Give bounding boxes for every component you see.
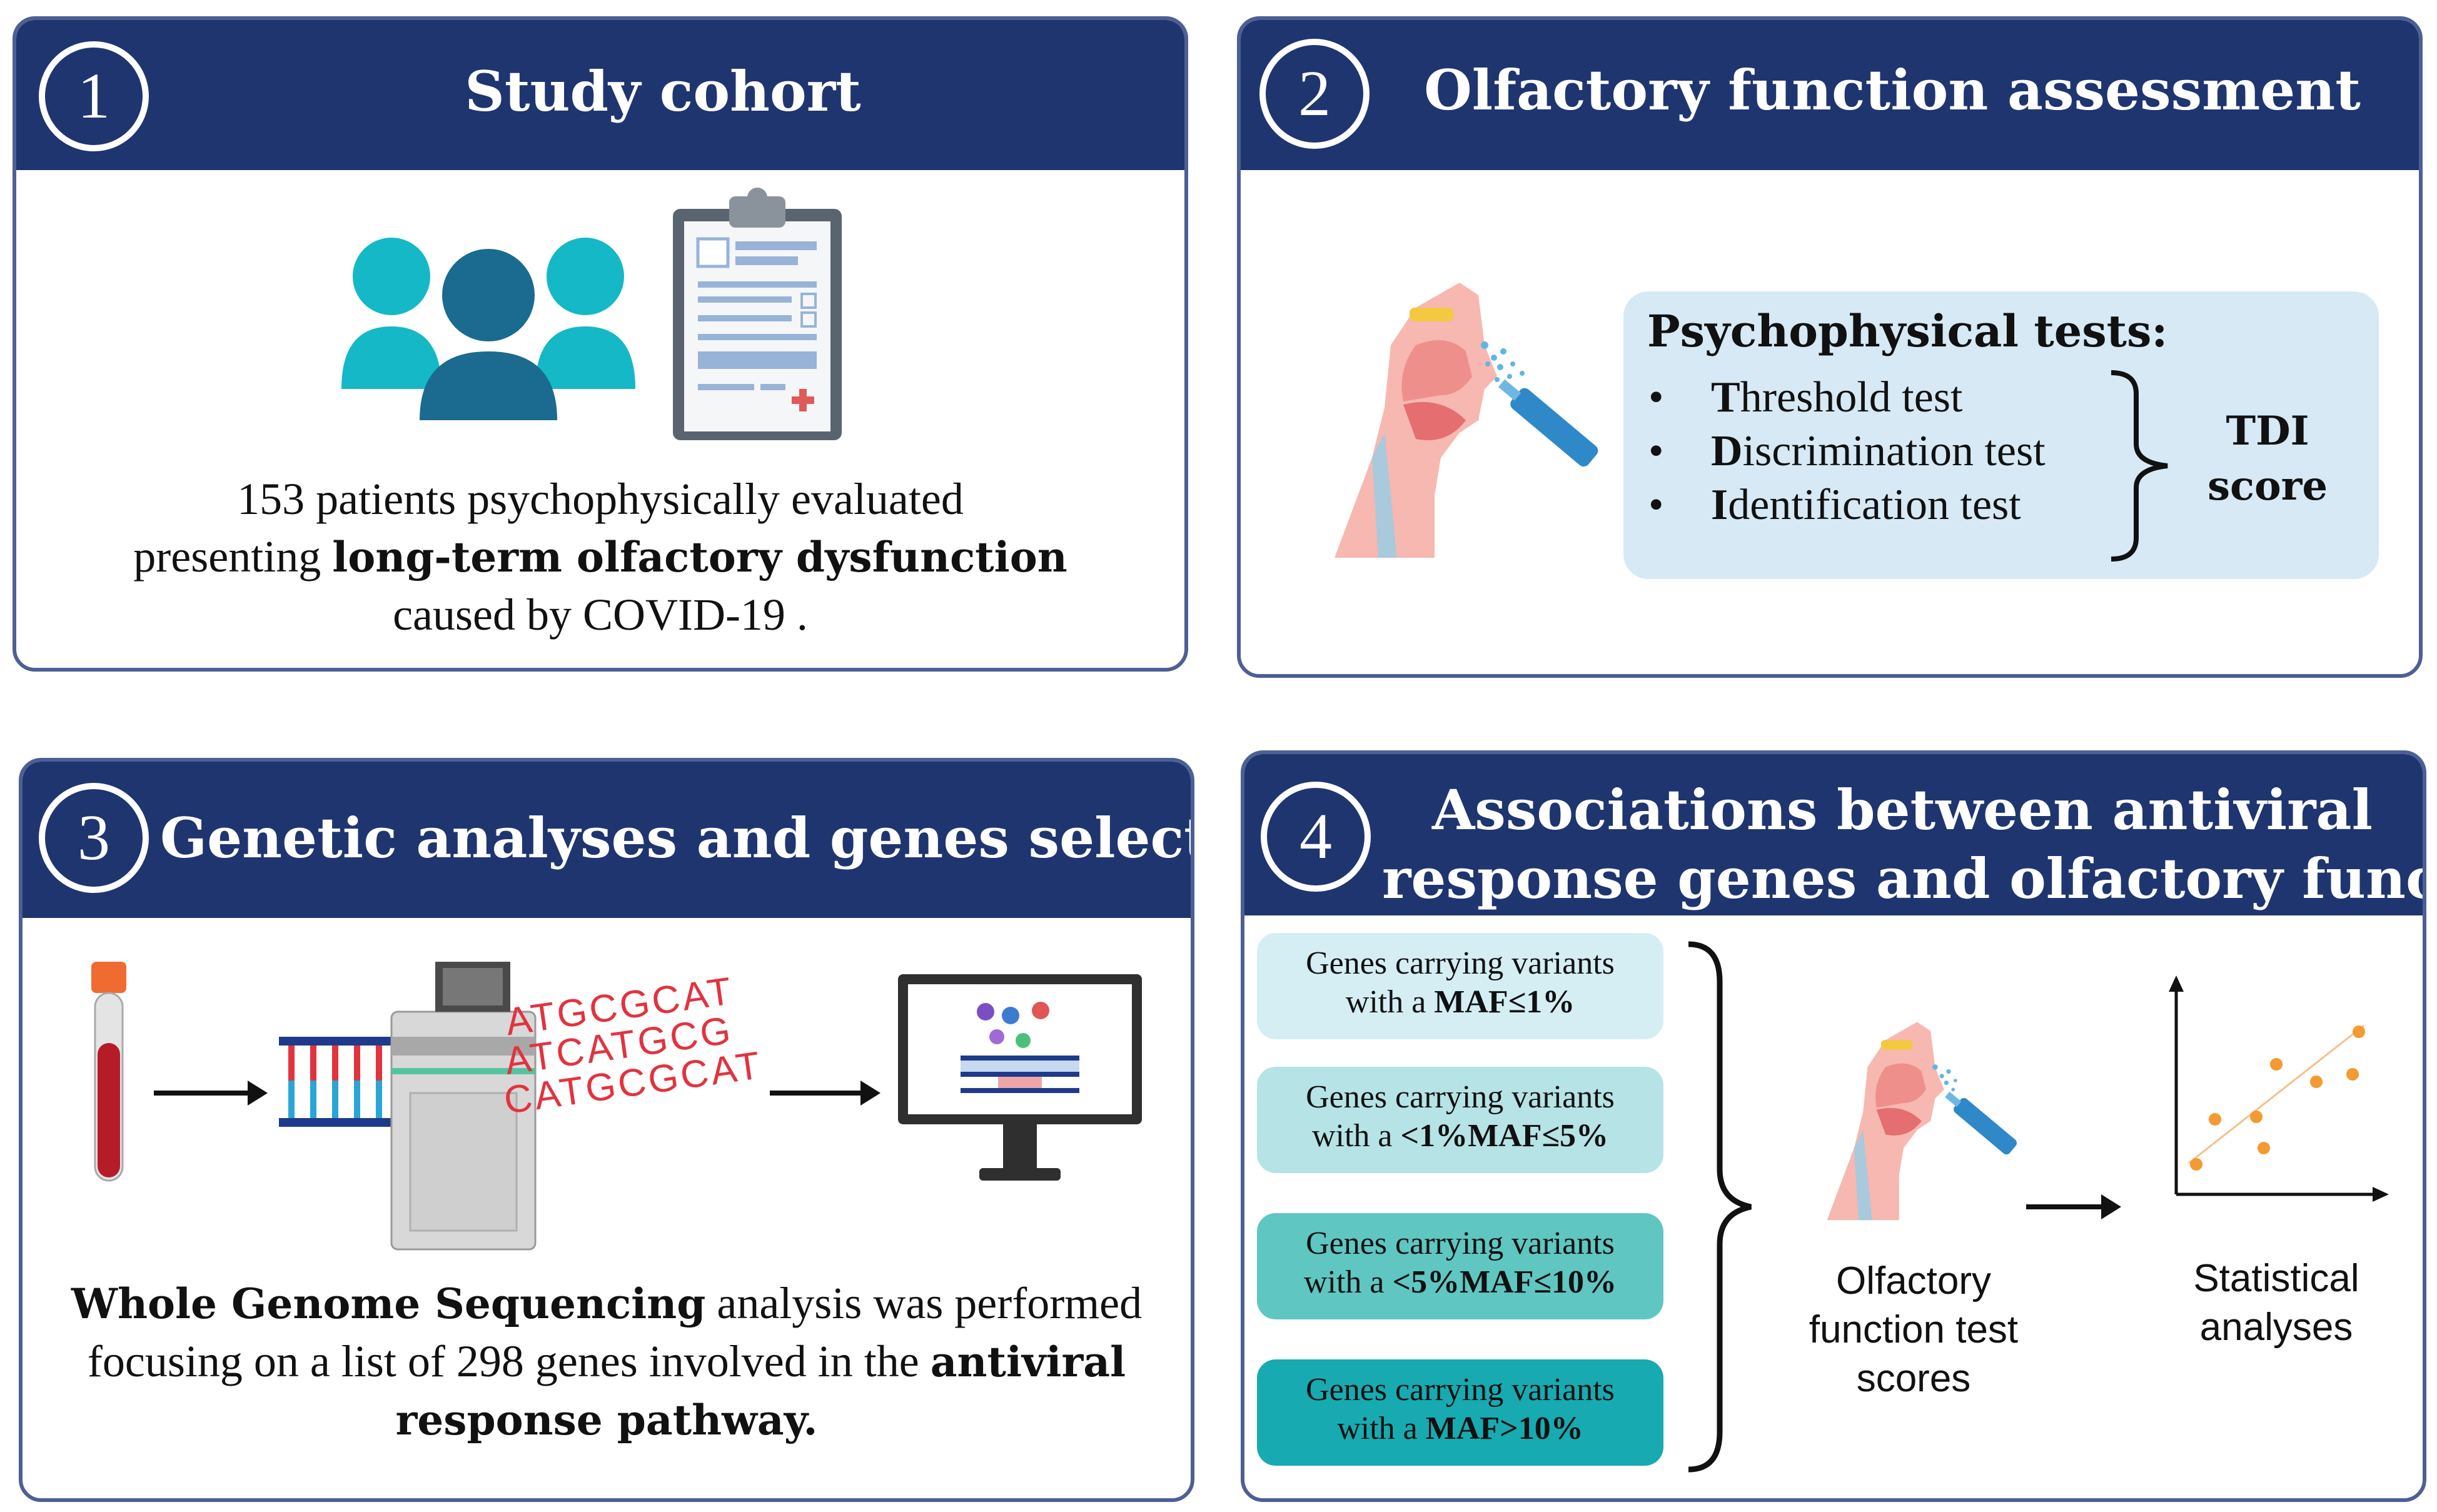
tests-list: •Threshold test •Discrimination test •Id… bbox=[1648, 373, 2149, 560]
maf-line1: Genes carrying variants bbox=[1306, 1079, 1615, 1115]
maf-line1: Genes carrying variants bbox=[1306, 945, 1615, 981]
wgs-bold: Whole Genome Sequencing bbox=[71, 1279, 706, 1328]
maf-group-box: Genes carrying variants with a <1%MAF≤5% bbox=[1257, 1067, 1663, 1173]
step-number-circle: 1 bbox=[39, 41, 149, 151]
panel-title-line2: response genes and olfactory function bbox=[1382, 846, 2426, 911]
panel-header bbox=[23, 762, 1191, 918]
step-number-circle: 2 bbox=[1259, 39, 1370, 149]
wgs-text-line2: focusing on a list of 298 genes involved… bbox=[23, 1333, 1191, 1391]
patients-group-icon bbox=[341, 238, 635, 420]
test-name: iscrimination test bbox=[1742, 427, 2046, 475]
score-label: score bbox=[2207, 463, 2328, 510]
maf-line2-prefix: with a bbox=[1311, 1118, 1401, 1154]
panel-study-cohort: 1 Study cohort bbox=[13, 16, 1188, 672]
tests-title: Psychophysical tests: bbox=[1647, 305, 2168, 357]
panel-olfactory-assessment: 2 Olfactory function assessment Psychoph… bbox=[1237, 16, 2423, 678]
panel-title: Associations between antiviral response … bbox=[1382, 775, 2423, 913]
olfactory-label-line2: function test bbox=[1809, 1308, 2019, 1351]
cohort-text-line2-bold: long-term olfactory dysfunction bbox=[332, 533, 1067, 582]
test-name: hreshold test bbox=[1740, 373, 1963, 421]
sequencer-machine-icon bbox=[390, 962, 537, 1251]
maf-line2: with a <1%MAF≤5% bbox=[1257, 1117, 1663, 1156]
blood-tube-icon bbox=[91, 962, 126, 1182]
olfactory-label-line3: scores bbox=[1856, 1357, 1971, 1400]
maf-line2-prefix: with a bbox=[1345, 984, 1435, 1020]
maf-threshold: MAF≤1% bbox=[1434, 984, 1575, 1020]
tdi-score-label: TDI score bbox=[2192, 404, 2343, 514]
maf-line1: Genes carrying variants bbox=[1306, 1226, 1615, 1261]
computer-monitor-icon bbox=[898, 974, 1142, 1181]
step-number-circle: 3 bbox=[39, 783, 149, 893]
test-item-discrimination: •Discrimination test bbox=[1648, 427, 2046, 475]
wgs-pathway-bold: response pathway. bbox=[395, 1396, 818, 1444]
head-nasal-spray-icon bbox=[1335, 283, 1598, 558]
clipboard-icon bbox=[673, 188, 842, 440]
panel-title-line1: Associations between antiviral bbox=[1432, 777, 2373, 842]
stats-label-line1: Statistical bbox=[2193, 1257, 2359, 1300]
panel-header bbox=[1244, 754, 2423, 915]
test-initial: D bbox=[1711, 427, 1743, 475]
wgs-text-line3: response pathway. bbox=[23, 1391, 1191, 1449]
head-nasal-spray-icon bbox=[1827, 1022, 2017, 1221]
wgs-text-rest: analysis was performed bbox=[705, 1278, 1143, 1328]
maf-threshold: <5%MAF≤10% bbox=[1392, 1264, 1617, 1300]
stats-label-line2: analyses bbox=[2199, 1306, 2353, 1349]
test-name: dentification test bbox=[1728, 481, 2021, 529]
test-initial: I bbox=[1711, 481, 1728, 529]
cohort-text-line2: presenting long-term olfactory dysfuncti… bbox=[16, 528, 1184, 586]
maf-line2: with a <5%MAF≤10% bbox=[1257, 1263, 1663, 1302]
statistical-analyses-label: Statistical analyses bbox=[2151, 1254, 2401, 1352]
maf-threshold: MAF>10% bbox=[1425, 1411, 1583, 1446]
wgs-text-prefix: focusing on a list of 298 genes involved… bbox=[87, 1336, 931, 1386]
panel-title: Olfactory function assessment bbox=[1424, 58, 2361, 123]
arrow-icon bbox=[2026, 1194, 2121, 1219]
maf-line1: Genes carrying variants bbox=[1306, 1372, 1615, 1408]
panel-title: Study cohort bbox=[465, 59, 861, 124]
panel-header bbox=[1241, 20, 2419, 170]
maf-line2: with a MAF>10% bbox=[1257, 1409, 1663, 1448]
step-number-circle: 4 bbox=[1261, 782, 1371, 892]
panel-title: Genetic analyses and genes selection bbox=[160, 805, 1194, 870]
maf-line2-prefix: with a bbox=[1303, 1264, 1393, 1300]
cohort-description: 153 patients psychophysically evaluated … bbox=[16, 470, 1184, 643]
psychophysical-tests-box: Psychophysical tests: •Threshold test •D… bbox=[1623, 291, 2379, 579]
maf-line2: with a MAF≤1% bbox=[1257, 983, 1663, 1022]
test-item-threshold: •Threshold test bbox=[1648, 373, 1963, 421]
test-item-identification: •Identification test bbox=[1648, 481, 2021, 529]
olfactory-label-line1: Olfactory bbox=[1835, 1259, 1992, 1303]
wgs-description: Whole Genome Sequencing analysis was per… bbox=[23, 1274, 1191, 1449]
sequencing-workflow-illustration bbox=[91, 962, 1142, 1251]
maf-group-box: Genes carrying variants with a <5%MAF≤10… bbox=[1257, 1213, 1663, 1319]
wgs-antiviral-bold: antiviral bbox=[930, 1338, 1126, 1386]
dna-ladder-icon bbox=[279, 1037, 423, 1127]
cohort-text-line1: 153 patients psychophysically evaluated bbox=[237, 474, 964, 524]
cohort-text-line3: caused by COVID-19 . bbox=[393, 590, 808, 640]
curly-brace-icon bbox=[2111, 370, 2168, 562]
maf-group-box: Genes carrying variants with a MAF>10% bbox=[1257, 1359, 1663, 1466]
panel-genetic-analyses: 3 Genetic analyses and genes selection bbox=[19, 758, 1194, 1502]
test-initial: T bbox=[1711, 373, 1740, 421]
panel4-illustrations bbox=[1688, 941, 2389, 1473]
scatter-plot-icon bbox=[2169, 975, 2389, 1202]
wgs-text-line1: Whole Genome Sequencing analysis was per… bbox=[23, 1274, 1191, 1333]
olfactory-scores-label: Olfactory function test scores bbox=[1751, 1257, 2076, 1403]
maf-group-box: Genes carrying variants with a MAF≤1% bbox=[1257, 933, 1663, 1039]
tdi-label: TDI bbox=[2226, 408, 2309, 455]
maf-threshold: <1%MAF≤5% bbox=[1400, 1118, 1609, 1154]
panel-header bbox=[16, 20, 1184, 170]
cohort-text-line2-prefix: presenting bbox=[133, 532, 333, 582]
large-curly-brace-icon bbox=[1688, 941, 1752, 1473]
maf-line2-prefix: with a bbox=[1337, 1411, 1426, 1446]
